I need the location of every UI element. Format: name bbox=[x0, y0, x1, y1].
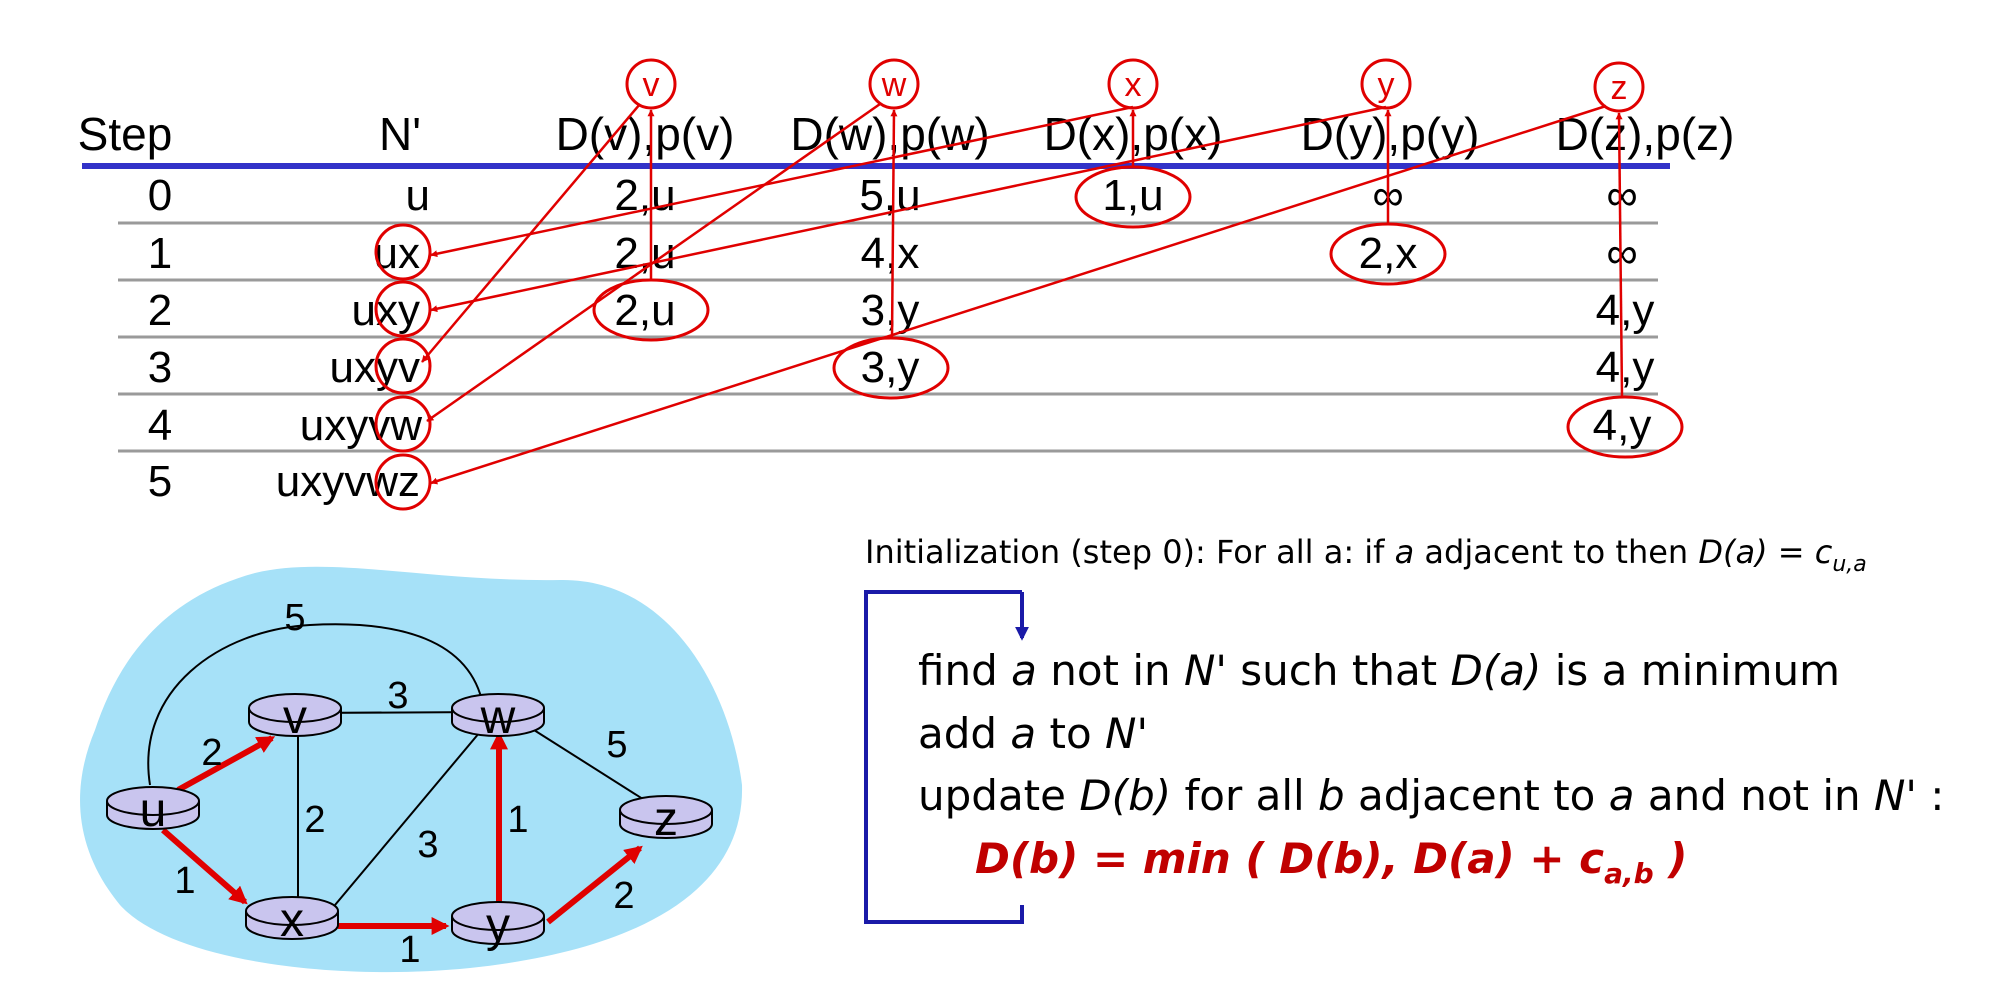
router-label-v: v bbox=[283, 691, 307, 744]
edge-w-z bbox=[514, 717, 666, 814]
column-nodes: v w x y z bbox=[625, 58, 1645, 113]
weight-v-w: 3 bbox=[387, 675, 408, 717]
cell-dz: ∞ bbox=[1606, 171, 1637, 220]
routing-table: Step N' D(v),p(v) D(w),p(w) D(x),p(x) D(… bbox=[78, 108, 1735, 506]
node-label-v: v bbox=[643, 66, 660, 104]
cell-dy: 2,x bbox=[1359, 229, 1418, 278]
node-label-z: z bbox=[1611, 69, 1628, 107]
highlight-dz bbox=[1566, 395, 1684, 459]
tree-edge-y-z bbox=[546, 845, 643, 925]
router-u: u bbox=[106, 784, 200, 837]
cell-dz: 4,y bbox=[1593, 401, 1652, 450]
weight-u-v: 2 bbox=[201, 732, 222, 774]
network-cloud bbox=[80, 566, 743, 973]
router-y: y bbox=[451, 899, 545, 952]
cell-dz: 4,y bbox=[1596, 286, 1655, 335]
weight-x-w: 3 bbox=[417, 824, 438, 866]
algo-line-find: find a not in N' such that D(a) is a min… bbox=[918, 646, 1840, 695]
router-label-z: z bbox=[654, 793, 678, 846]
loop-bracket bbox=[864, 590, 1024, 924]
router-label-x: x bbox=[280, 894, 304, 947]
cell-dz: 4,y bbox=[1596, 343, 1655, 392]
arrow-x-to-nprime bbox=[430, 105, 1134, 258]
highlight-nprime-z bbox=[374, 453, 432, 511]
router-label-w: w bbox=[480, 691, 516, 744]
node-circle-z bbox=[1593, 61, 1645, 113]
highlight-nprime-x bbox=[374, 223, 432, 281]
weight-x-y: 1 bbox=[399, 929, 420, 971]
weight-y-w: 1 bbox=[507, 799, 528, 841]
algo-formula: D(b) = min ( D(b), D(a) + ca,b ) bbox=[975, 834, 1687, 890]
highlight-nprime-y bbox=[374, 280, 432, 338]
node-circle-v bbox=[625, 58, 677, 110]
router-z: z bbox=[619, 793, 713, 846]
tree-edges bbox=[161, 731, 643, 935]
selection-arrows bbox=[421, 102, 1624, 485]
cell-dz: ∞ bbox=[1606, 229, 1637, 278]
highlight-dw bbox=[832, 336, 950, 400]
highlight-nprime-w bbox=[374, 395, 432, 453]
header-dy: D(y),p(y) bbox=[1301, 108, 1480, 160]
cell-step: 0 bbox=[148, 171, 172, 220]
arrow-v-to-nprime bbox=[421, 103, 641, 363]
header-step: Step bbox=[78, 108, 173, 160]
cell-nprime: uxy bbox=[352, 286, 420, 335]
edge-u-w bbox=[147, 623, 484, 786]
arrow-w-up bbox=[890, 109, 898, 339]
header-dz: D(z),p(z) bbox=[1556, 108, 1735, 160]
router-x: x bbox=[245, 894, 339, 947]
cell-nprime: uxyvw bbox=[300, 401, 422, 450]
cell-dv: 2,u bbox=[614, 286, 675, 335]
algo-line-add: add a to N' bbox=[918, 709, 1148, 758]
router-w: w bbox=[451, 691, 545, 744]
cell-step: 5 bbox=[148, 457, 172, 506]
algo-line-update: update D(b) for all b adjacent to a and … bbox=[918, 771, 1944, 820]
node-circle-w bbox=[868, 58, 920, 110]
node-label-y: y bbox=[1378, 66, 1395, 104]
cell-dv: 2,u bbox=[614, 171, 675, 220]
router-label-y: y bbox=[486, 899, 510, 952]
node-label-x: x bbox=[1125, 66, 1142, 104]
weight-w-z: 5 bbox=[606, 724, 627, 766]
tree-edge-u-x bbox=[161, 827, 248, 905]
weight-y-z: 2 bbox=[613, 875, 634, 917]
router-label-u: u bbox=[140, 784, 167, 837]
weight-u-w: 5 bbox=[284, 597, 305, 639]
cell-step: 4 bbox=[148, 401, 172, 450]
cell-step: 1 bbox=[148, 229, 172, 278]
edge-x-w bbox=[334, 719, 491, 906]
cell-nprime: uxyvwz bbox=[276, 457, 420, 506]
router-v: v bbox=[248, 691, 342, 744]
node-label-w: w bbox=[881, 66, 907, 104]
tree-edge-u-v bbox=[176, 735, 276, 793]
weight-v-x: 2 bbox=[304, 799, 325, 841]
init-text: Initialization (step 0): For all a: if a… bbox=[865, 533, 1867, 577]
arrow-z-up bbox=[1615, 112, 1624, 398]
arrow-w-to-nprime bbox=[426, 102, 881, 423]
weight-u-x: 1 bbox=[174, 860, 195, 902]
algorithm-loop: find a not in N' such that D(a) is a min… bbox=[864, 590, 1944, 924]
cell-step: 2 bbox=[148, 286, 172, 335]
arrow-y-to-nprime bbox=[430, 105, 1387, 313]
cell-nprime: u bbox=[406, 171, 430, 220]
highlight-nprime-v bbox=[374, 337, 432, 395]
cell-step: 3 bbox=[148, 343, 172, 392]
network-graph: 5 3 2 5 2 3 1 1 2 1 v w bbox=[80, 566, 743, 973]
cell-dw: 3,y bbox=[861, 286, 920, 335]
header-dv: D(v),p(v) bbox=[556, 108, 735, 160]
cell-dw: 3,y bbox=[861, 343, 920, 392]
header-dw: D(w),p(w) bbox=[790, 108, 989, 160]
arrow-z-to-nprime bbox=[430, 104, 1607, 485]
header-nprime: N' bbox=[379, 108, 421, 160]
cell-dx: 1,u bbox=[1102, 171, 1163, 220]
cell-dw: 4,x bbox=[861, 229, 920, 278]
